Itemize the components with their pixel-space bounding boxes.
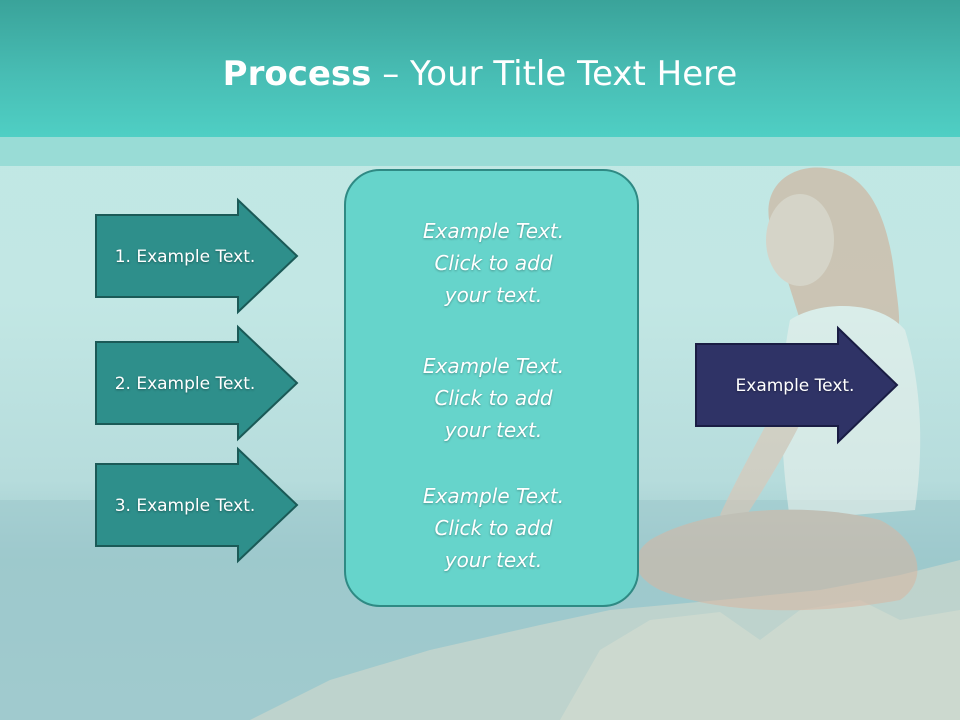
center-text-3[interactable]: Example Text. Click to add your text. (422, 484, 565, 572)
center-content-box[interactable]: Example Text. Click to add your text. Ex… (344, 169, 639, 607)
title-separator: – (371, 54, 411, 94)
arrow-shape (95, 324, 299, 442)
title-bold: Process (222, 54, 372, 94)
arrow-shape (695, 325, 899, 445)
left-arrow-3-label: 3. Example Text. (114, 495, 256, 516)
slide-title: Process – Your Title Text Here (0, 52, 960, 96)
left-arrow-2[interactable]: 2. Example Text. (95, 324, 299, 442)
center-text-2[interactable]: Example Text. Click to add your text. (422, 354, 565, 442)
arrow-shape (95, 197, 299, 315)
left-arrow-3[interactable]: 3. Example Text. (95, 446, 299, 564)
title-band (0, 137, 960, 166)
left-arrow-1[interactable]: 1. Example Text. (95, 197, 299, 315)
legs-shape (636, 509, 918, 611)
rock-shape (560, 600, 960, 720)
left-arrow-2-label: 2. Example Text. (114, 373, 256, 394)
head-shape (766, 194, 834, 286)
right-arrow-label: Example Text. (735, 375, 855, 396)
center-text-1[interactable]: Example Text. Click to add your text. (422, 219, 565, 307)
title-rest: Your Title Text Here (410, 54, 738, 94)
right-arrow[interactable]: Example Text. (695, 325, 899, 445)
arrow-shape (95, 446, 299, 564)
title-bar (0, 0, 960, 137)
left-arrow-1-label: 1. Example Text. (114, 246, 256, 267)
